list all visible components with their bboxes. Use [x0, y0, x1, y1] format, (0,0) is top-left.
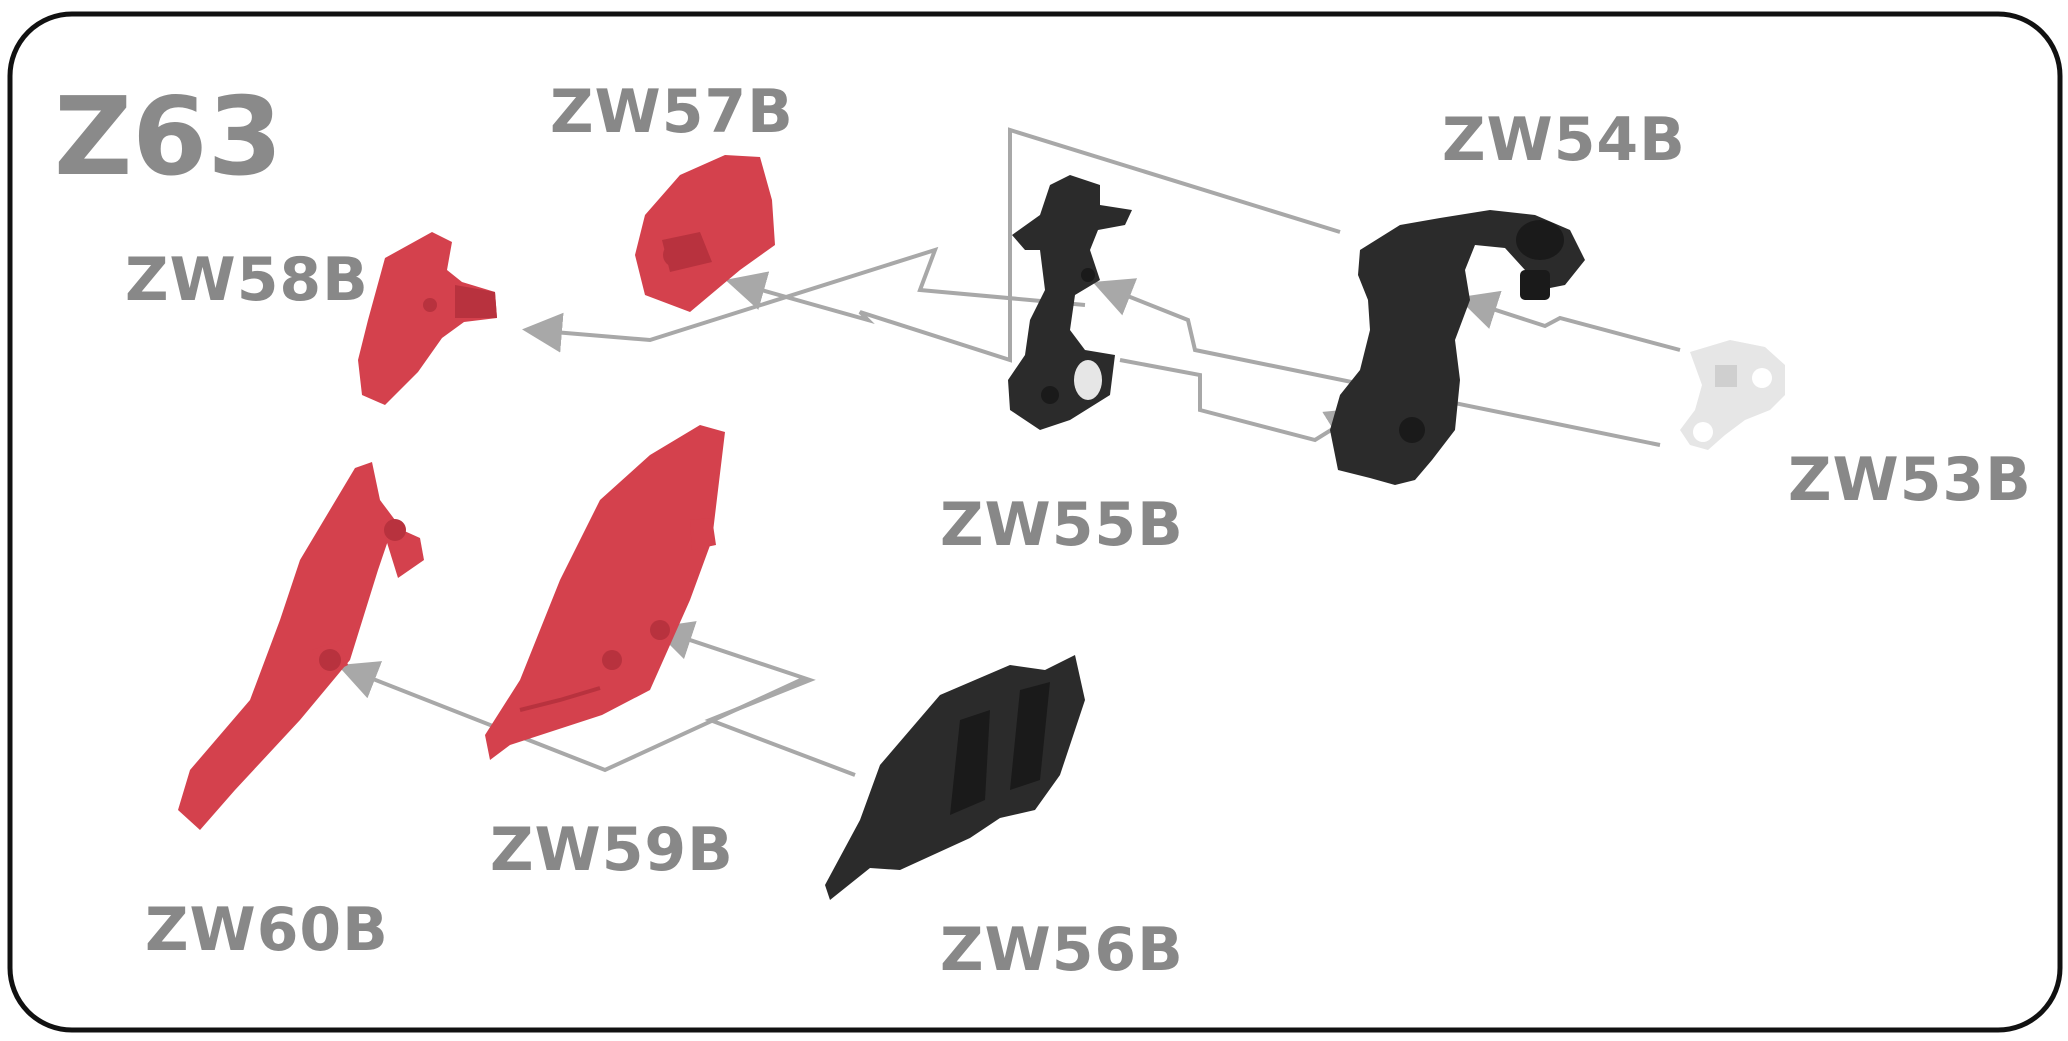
part-label-zw57b: ZW57B: [550, 77, 794, 147]
leader-line-zw54b: [1457, 290, 1681, 352]
leader-line-zw58b: [522, 246, 1086, 353]
leader-line-zw55-to-zw54: [1119, 358, 1367, 446]
part-label-zw55b: ZW55B: [940, 490, 1184, 560]
part-zw55b-shape: [1008, 175, 1132, 430]
part-zw56b-shape: [825, 655, 1085, 900]
part-label-zw53b: ZW53B: [1788, 445, 2032, 515]
part-label-zw56b: ZW56B: [940, 915, 1184, 985]
leader-line-zw57b: [725, 127, 1341, 363]
part-label-zw54b: ZW54B: [1442, 105, 1686, 175]
leader-line-zw59b: [652, 621, 856, 777]
diagram-title: Z63: [54, 75, 283, 200]
part-zw53b-shape: [1680, 340, 1785, 450]
part-label-zw59b: ZW59B: [490, 815, 734, 885]
part-zw60b-shape: [178, 462, 424, 830]
part-zw54b-shape: [1330, 210, 1585, 485]
part-label-zw58b: ZW58B: [125, 245, 369, 315]
part-zw59b-shape: [485, 425, 725, 760]
part-zw58b-shape: [358, 232, 497, 405]
part-label-zw60b: ZW60B: [145, 895, 389, 965]
part-zw57b-shape: [635, 155, 775, 312]
